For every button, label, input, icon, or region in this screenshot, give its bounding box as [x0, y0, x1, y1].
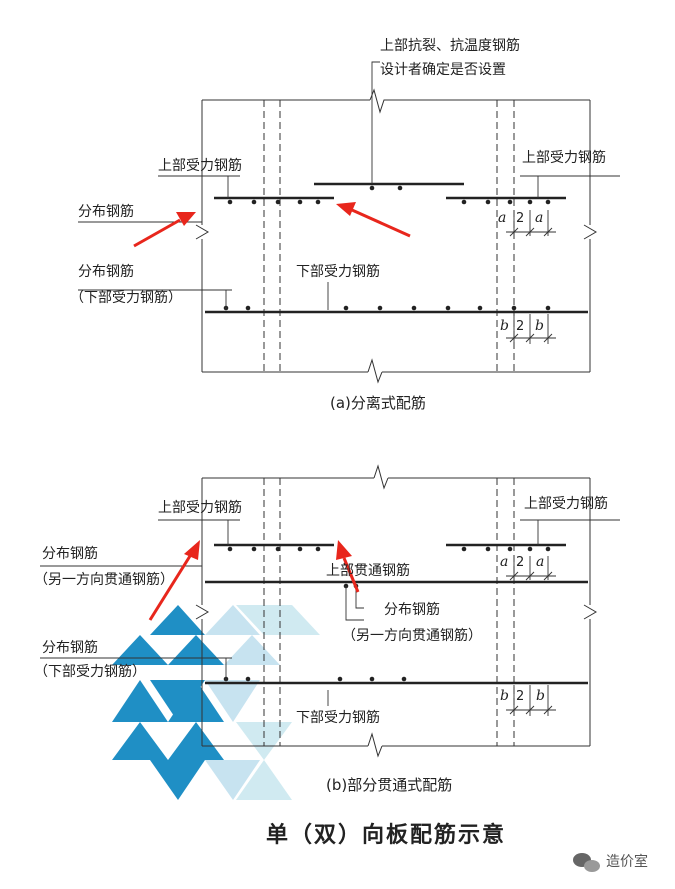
a-red-arrow-right	[336, 202, 411, 238]
b-upper-through-label: 上部贯通钢筋	[326, 562, 410, 579]
a-dim-b3: b	[535, 318, 544, 334]
b-upper-left-label: 上部受力钢筋	[158, 499, 242, 516]
b-dim-b2: 2	[516, 689, 524, 704]
b-caption: (b)部分贯通式配筋	[326, 776, 452, 794]
page-title: 单（双）向板配筋示意	[266, 822, 506, 848]
watermark-logo	[112, 605, 320, 800]
a-top-note-line1: 上部抗裂、抗温度钢筋	[380, 37, 520, 54]
a-dim-a3: a	[535, 210, 543, 226]
b-upper-right-label: 上部受力钢筋	[524, 495, 608, 512]
b-dist-bottom-line1: 分布钢筋	[42, 639, 98, 656]
a-dim-a2: 2	[516, 211, 524, 226]
a-dim-a1: a	[498, 210, 506, 226]
b-dist-top-line1: 分布钢筋	[42, 545, 98, 562]
b-dim-a1: a	[500, 554, 508, 570]
a-caption: (a)分离式配筋	[330, 394, 426, 412]
a-dist-top-label: 分布钢筋	[78, 203, 134, 220]
brand: 造价室	[573, 853, 648, 872]
a-dist-bottom-line1: 分布钢筋	[78, 263, 134, 280]
b-dim-b1: b	[500, 688, 509, 704]
b-dist-mid-line1: 分布钢筋	[384, 601, 440, 618]
diagram-a: 上部抗裂、抗温度钢筋 设计者确定是否设置 上部受力钢筋 上部受力钢筋 分布钢筋 …	[70, 37, 620, 412]
a-upper-left-label: 上部受力钢筋	[158, 157, 242, 174]
a-upper-right-label: 上部受力钢筋	[522, 149, 606, 166]
a-lower-main-label: 下部受力钢筋	[296, 263, 380, 280]
b-dist-top-line2: （另一方向贯通钢筋）	[34, 571, 174, 588]
chat-icon	[573, 853, 600, 872]
brand-name: 造价室	[606, 853, 648, 870]
b-dist-bottom-line2: （下部受力钢筋）	[34, 663, 146, 680]
a-dim-b2: 2	[516, 319, 524, 334]
b-red-arrow-right	[336, 540, 360, 593]
a-top-note-line2: 设计者确定是否设置	[380, 62, 506, 78]
b-red-arrow-left	[148, 540, 200, 621]
a-red-arrow-left	[133, 212, 196, 248]
b-dim-a2: 2	[516, 555, 524, 570]
b-dim-a3: a	[536, 554, 544, 570]
b-dist-mid-line2: （另一方向贯通钢筋）	[342, 627, 482, 644]
b-dim-b3: b	[536, 688, 545, 704]
a-dist-bottom-line2: （下部受力钢筋）	[70, 289, 182, 306]
b-lower-main-label: 下部受力钢筋	[296, 709, 380, 726]
diagram-b: 上部受力钢筋 上部受力钢筋 分布钢筋 （另一方向贯通钢筋） 上部贯通钢筋 分布钢…	[34, 464, 620, 794]
a-dim-b1: b	[500, 318, 509, 334]
